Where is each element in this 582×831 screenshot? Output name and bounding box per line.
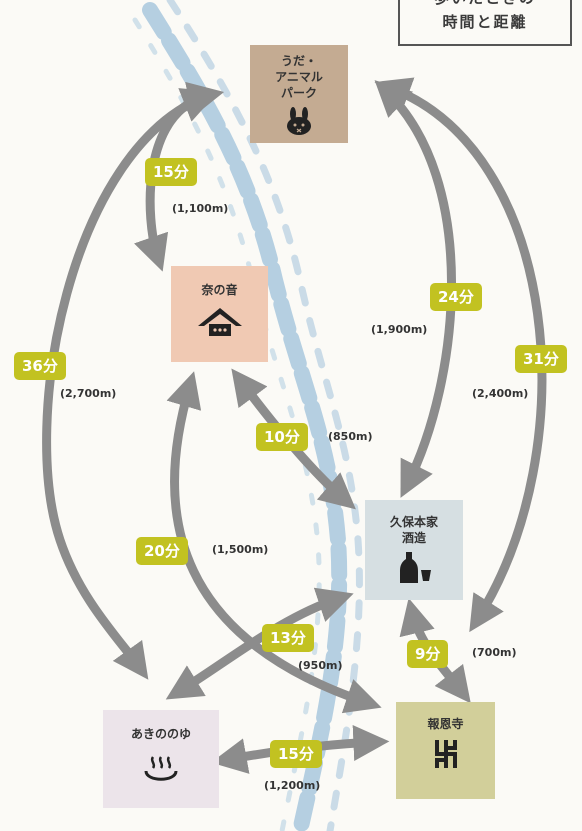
place-akinonoyu: あきののゆ (103, 710, 219, 808)
place-label: うだ・ アニマル パーク (275, 54, 323, 100)
title-line-1: 歩いたときの (400, 0, 570, 10)
distance-label-akinonoyu-kubo: (950m) (298, 659, 343, 672)
hot-spring-icon (144, 756, 178, 781)
time-badge-uda-kubo: 24分 (430, 283, 482, 311)
route-arrow-uda-akinonoyu (42, 88, 219, 680)
time-badge-uda-nanone: 15分 (145, 158, 197, 186)
rabbit-icon (287, 107, 311, 135)
route-arrow-uda-hoonji (374, 77, 547, 633)
place-label: 報恩寺 (427, 717, 464, 731)
place-label: あきののゆ (130, 727, 191, 741)
manji-temple-icon (434, 740, 457, 768)
place-hoonji: 報恩寺 (396, 702, 495, 799)
place-kubo-honke-shuzo: 久保本家 酒造 (365, 500, 463, 600)
time-badge-kubo-hoonji: 9分 (407, 640, 449, 668)
time-badge-akinonoyu-kubo: 13分 (262, 624, 314, 652)
distance-label-nanone-hoonji: (1,500m) (212, 543, 269, 556)
place-uda-animal-park: うだ・ アニマル パーク (250, 45, 348, 143)
time-badge-nanone-kubo: 10分 (256, 423, 308, 451)
map-title: 歩いたときの 時間と距離 (398, 0, 572, 46)
distance-label-uda-akinonoyu: (2,700m) (60, 387, 117, 400)
sake-bottle-icon (400, 552, 431, 583)
place-nanone: 奈の音 (171, 266, 268, 362)
route-arrow-akinonoyu-kubo (165, 587, 354, 700)
distance-label-uda-hoonji: (2,400m) (472, 387, 529, 400)
distance-label-uda-nanone: (1,100m) (172, 202, 229, 215)
title-line-2: 時間と距離 (442, 13, 528, 31)
thatched-roof-icon (197, 308, 242, 336)
distance-label-akinonoyu-hoonji: (1,200m) (264, 779, 321, 792)
place-label: 久保本家 酒造 (389, 515, 438, 545)
distance-label-kubo-hoonji: (700m) (472, 646, 517, 659)
place-label: 奈の音 (201, 283, 238, 297)
time-badge-nanone-hoonji: 20分 (136, 537, 188, 565)
distance-label-nanone-kubo: (850m) (328, 430, 373, 443)
time-badge-uda-hoonji: 31分 (515, 345, 567, 373)
time-badge-uda-akinonoyu: 36分 (14, 352, 66, 380)
distance-label-uda-kubo: (1,900m) (371, 323, 428, 336)
time-badge-akinonoyu-hoonji: 15分 (270, 740, 322, 768)
